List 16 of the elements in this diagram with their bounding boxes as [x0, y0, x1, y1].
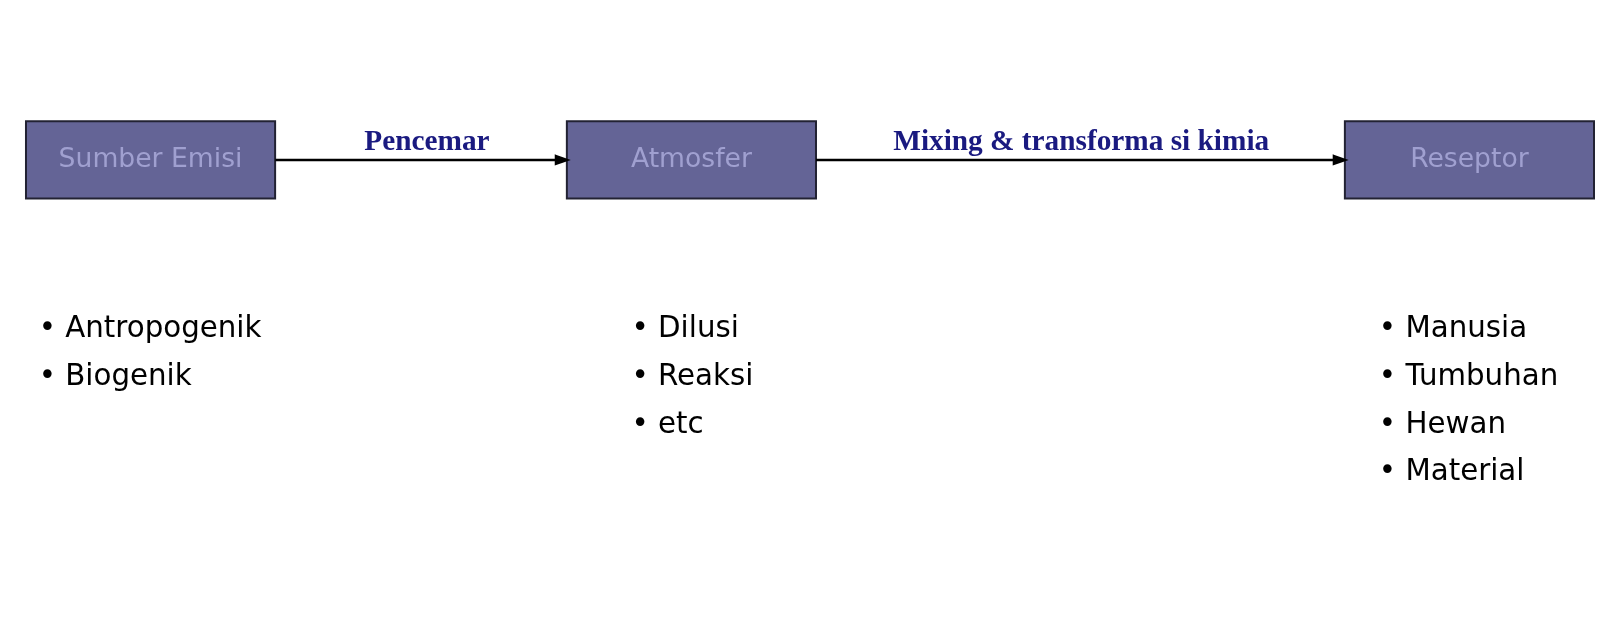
node-label: • etc — [631, 405, 704, 440]
node-label: • Tumbuhan — [1378, 357, 1559, 392]
node-label: • Reaksi — [631, 357, 754, 392]
node-label: • Biogenik — [38, 357, 192, 392]
arrow — [816, 154, 1349, 166]
node-label: • Material — [1378, 453, 1525, 488]
node-label: • Dilusi — [631, 309, 739, 344]
node-label: • Antropogenik — [38, 309, 262, 344]
node-box: Atmosfer — [565, 120, 817, 200]
node-box: Sumber Emisi — [25, 120, 277, 200]
arrow — [275, 154, 571, 166]
node-box: Reseptor — [1343, 120, 1595, 200]
node-label: • Hewan — [1378, 405, 1506, 440]
edge-label: Pencemar — [364, 124, 490, 157]
node-label: • Manusia — [1378, 309, 1528, 344]
edge-label: Mixing & transforma si kimia — [893, 124, 1270, 157]
